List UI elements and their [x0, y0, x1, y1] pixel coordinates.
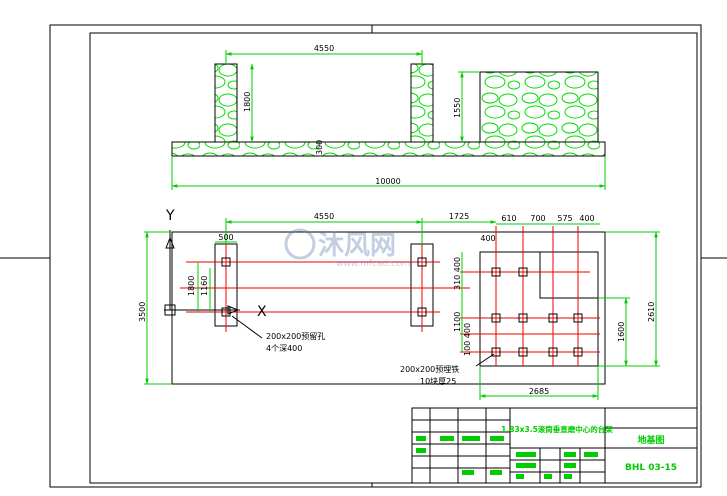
- title-block: 1.83x3.5滚筒垂直磨中心的台架 地基图 BHL 03-15: [411, 407, 698, 484]
- axis-y-label: Y: [165, 208, 175, 224]
- watermark-url: www.mfcad.com: [336, 259, 410, 269]
- elevation-view: 4550 1800 1550 300 10000: [171, 44, 606, 190]
- plan-dim-3500: 3500: [138, 302, 147, 322]
- anchor-hole: [417, 257, 427, 267]
- plan-dim-500: 500: [218, 233, 233, 242]
- plan-dim-1725: 1725: [449, 212, 469, 221]
- axis-x-label: X: [257, 304, 267, 320]
- plan-dim-2685: 2685: [529, 387, 549, 396]
- embedded-plate: [548, 347, 558, 357]
- plan-dim-1800: 1800: [187, 276, 196, 296]
- coordinate-axes: Y X: [164, 208, 267, 320]
- elevation-dim-1800: 1800: [243, 92, 252, 112]
- plan-dim-100-400: 100 400: [463, 323, 472, 356]
- plan-dim-400-left: 400: [480, 234, 495, 243]
- embedded-plate: [491, 313, 501, 323]
- elevation-dim-1550: 1550: [453, 98, 462, 118]
- drawing-title: 1.83x3.5滚筒垂直磨中心的台架: [501, 424, 613, 434]
- note-embedded-plates-line1: 200x200预埋铁: [400, 364, 459, 374]
- elevation-dim-4550: 4550: [314, 44, 334, 53]
- plan-dim-310-400: 310 400: [453, 257, 462, 290]
- embedded-plate: [518, 313, 528, 323]
- plan-dim-col-2: 700: [530, 214, 545, 223]
- elevation-right-block: [479, 71, 599, 143]
- embedded-plate: [518, 347, 528, 357]
- embedded-plate: [518, 267, 528, 277]
- note-anchor-holes-line1: 200x200预留孔: [266, 331, 325, 341]
- anchor-hole: [221, 307, 231, 317]
- elevation-base-slab: [171, 141, 606, 157]
- embedded-plate: [573, 347, 583, 357]
- plan-dim-1160: 1160: [200, 276, 209, 296]
- embedded-plate: [548, 313, 558, 323]
- watermark-brand: 沐风网: [318, 231, 396, 261]
- plan-view: Y X 4550 1725 610 700 575 400 500 400 35…: [138, 208, 660, 400]
- plan-dim-1100: 1100: [453, 312, 462, 332]
- embedded-plate: [573, 313, 583, 323]
- plan-outline: [171, 231, 606, 385]
- embedded-plate: [491, 347, 501, 357]
- elevation-middle-pier: [410, 63, 434, 143]
- sheet-frame: [0, 24, 727, 488]
- plan-right-pit: [479, 251, 599, 367]
- plan-dim-col-3: 575: [557, 214, 572, 223]
- watermark: 沐风网 www.mfcad.com: [284, 228, 410, 269]
- drawing-type: 地基图: [637, 434, 664, 446]
- watermark-logo-icon: [284, 228, 316, 260]
- note-embedded-plates-line2: 10块厚25: [420, 376, 456, 386]
- plan-dim-1600: 1600: [617, 322, 626, 342]
- elevation-left-pier: [214, 63, 238, 143]
- embedded-plate: [491, 267, 501, 277]
- elevation-dim-300: 300: [315, 140, 324, 155]
- plan-dim-2610: 2610: [647, 302, 656, 322]
- anchor-hole: [221, 257, 231, 267]
- plan-dim-col-1: 610: [501, 214, 516, 223]
- drawing-number: BHL 03-15: [625, 463, 677, 473]
- note-anchor-holes-line2: 4个深400: [266, 344, 302, 353]
- plan-dim-4550: 4550: [314, 212, 334, 221]
- plan-dim-col-4: 400: [579, 214, 594, 223]
- anchor-hole: [417, 307, 427, 317]
- elevation-dim-10000: 10000: [375, 177, 400, 186]
